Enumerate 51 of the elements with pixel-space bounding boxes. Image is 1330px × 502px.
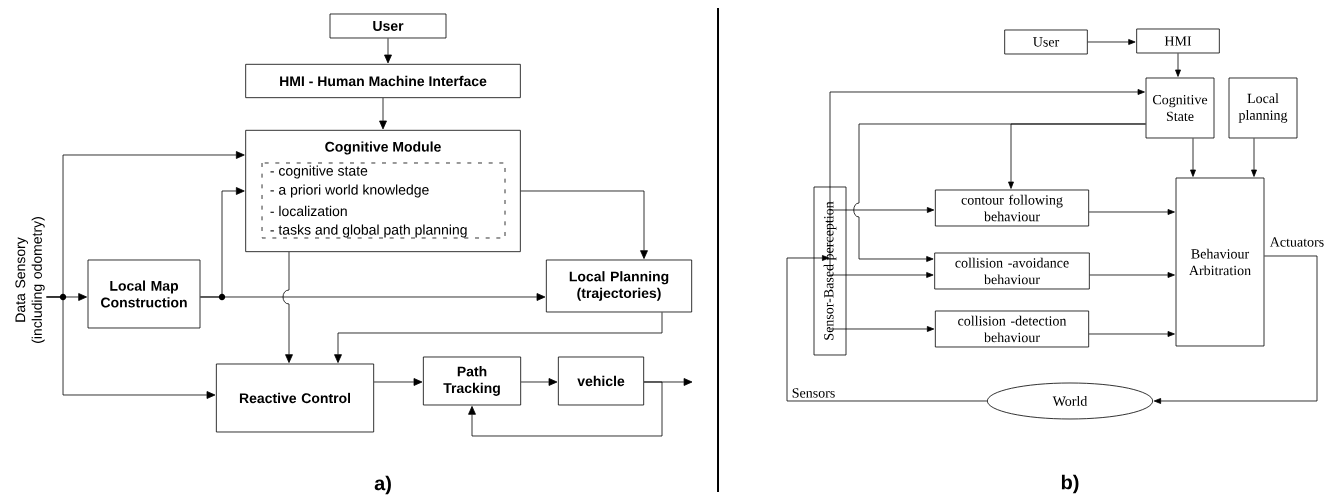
process-box: Local Map Construction <box>87 259 201 329</box>
process-box: User <box>1004 29 1088 55</box>
process-box: Cognitive State <box>1145 77 1215 139</box>
arrow <box>1153 255 1318 404</box>
edge-label: Actuators <box>1268 235 1326 248</box>
arrow <box>829 207 935 213</box>
process-box: Reactive Control <box>215 363 375 433</box>
panel-label: b) <box>1061 474 1079 494</box>
process-box: vehicle <box>557 356 645 406</box>
box-heading: Cognitive Module <box>325 141 441 155</box>
module-box <box>245 129 521 253</box>
list-item: - cognitive state <box>270 165 368 179</box>
arrow <box>1175 53 1181 77</box>
arrow <box>1088 209 1175 215</box>
process-box: contour following behaviour <box>934 189 1090 227</box>
arrow <box>853 123 1146 262</box>
process-box: Path Tracking <box>422 356 522 406</box>
process-box: collision -avoidance behaviour <box>934 252 1090 290</box>
arrow <box>46 296 216 399</box>
arrow <box>1089 272 1175 278</box>
list-item: - localization <box>270 205 347 217</box>
arrow <box>379 97 387 130</box>
arrow <box>334 312 663 363</box>
arrow <box>829 326 935 332</box>
arrow <box>1251 138 1257 177</box>
arrow <box>200 187 245 298</box>
arrow <box>1088 331 1175 337</box>
panel-label: a) <box>374 475 391 495</box>
process-box: HMI - Human Machine Interface <box>245 63 521 99</box>
process-box: Sensor-Based perception <box>813 186 847 356</box>
edge-label: Sensors <box>790 386 837 400</box>
process-box: Local planning <box>1228 77 1298 139</box>
arrow <box>1190 138 1196 177</box>
arrow <box>786 255 988 402</box>
arrow <box>468 381 663 437</box>
arrow <box>1087 39 1136 45</box>
process-box: Local Planning (trajectories) <box>545 259 693 313</box>
arrow <box>829 272 934 278</box>
arrow <box>520 190 648 259</box>
process-box: HMI <box>1136 28 1220 54</box>
arrow <box>384 38 392 64</box>
arrow <box>373 378 423 386</box>
process-box: User <box>329 13 447 39</box>
list-item: - a priori world knowledge <box>270 184 429 198</box>
arrow <box>520 378 558 386</box>
process-box: collision -detection behaviour <box>934 310 1090 348</box>
list-item: - tasks and global path planning <box>270 224 467 238</box>
input-label: Data Sensory (including odometry) <box>15 217 45 343</box>
process-box: Behaviour Arbitration <box>1175 177 1265 347</box>
arrow <box>282 251 293 363</box>
arrow <box>829 89 1145 272</box>
